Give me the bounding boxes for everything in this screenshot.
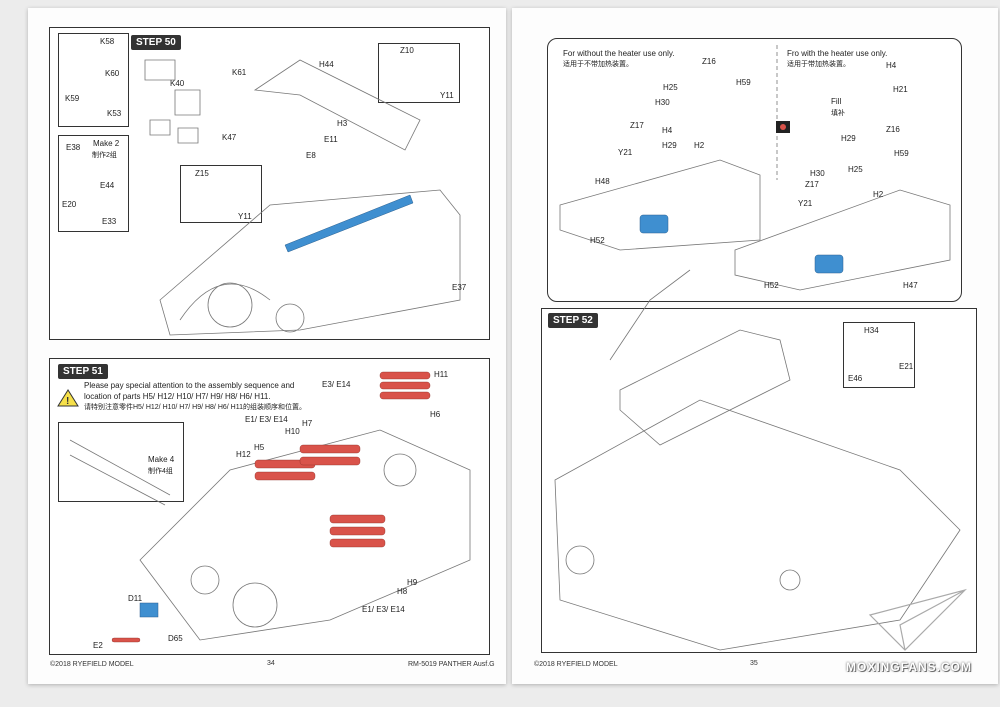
red-tip-marker-icon <box>776 121 790 133</box>
part-label: E1/ E3/ E14 <box>245 415 288 424</box>
footer-page-number: 35 <box>750 660 758 667</box>
part-label: H2 <box>873 190 884 199</box>
part-label: Z17 <box>805 180 819 189</box>
part-label: E3/ E14 <box>322 380 351 389</box>
part-label: Z17 <box>630 121 644 130</box>
part-label: E37 <box>452 283 467 292</box>
step51-warning-text: Please pay special attention to the asse… <box>84 380 306 413</box>
step50-inset-k <box>58 33 129 127</box>
footer-model: RM-5019 PANTHER Ausf.G <box>408 661 495 668</box>
part-label: H8 <box>397 587 408 596</box>
part-label: H7 <box>302 419 313 428</box>
footer-page-number: 34 <box>267 660 275 667</box>
step52-label: STEP 52 <box>548 313 598 328</box>
part-label: H5 <box>254 443 265 452</box>
part-label: D65 <box>168 634 183 643</box>
step50-inset-z15 <box>180 165 262 223</box>
part-label: E38 <box>66 143 81 152</box>
part-label: H34 <box>864 326 879 335</box>
step50-inset-z10 <box>378 43 460 103</box>
part-label: H30 <box>655 98 670 107</box>
note-line-cn: 请特别注意零件H5/ H12/ H10/ H7/ H9/ H8/ H6/ H11… <box>84 404 306 411</box>
part-label: K47 <box>222 133 237 142</box>
part-label: H6 <box>430 410 441 419</box>
part-label: H4 <box>662 126 673 135</box>
step50-inset-e <box>58 135 129 232</box>
watermark-logo: MOXINGFANS.COM <box>846 660 973 674</box>
warning-triangle-icon: ! <box>57 389 79 407</box>
part-label: Z15 <box>195 169 209 178</box>
part-label: H48 <box>595 177 610 186</box>
part-label: E1/ E3/ E14 <box>362 605 405 614</box>
part-label: E33 <box>102 217 117 226</box>
part-label: H30 <box>810 169 825 178</box>
part-label: E44 <box>100 181 115 190</box>
part-label: H25 <box>663 83 678 92</box>
step51-inset-rods <box>58 422 184 502</box>
part-label: H9 <box>407 578 418 587</box>
part-label: Y11 <box>440 91 454 100</box>
make-note: Make 2 <box>93 139 120 148</box>
step51-panel <box>49 358 490 655</box>
note-line: Please pay special attention to the asse… <box>84 381 295 390</box>
svg-text:!: ! <box>66 396 69 407</box>
part-label: H29 <box>662 141 677 150</box>
part-label: E21 <box>899 362 914 371</box>
part-label: H4 <box>886 61 897 70</box>
part-label: Z16 <box>702 57 716 66</box>
part-label: K53 <box>107 109 122 118</box>
step50-label: STEP 50 <box>131 35 181 50</box>
part-label: E2 <box>93 641 103 650</box>
without-heater-note: For without the heater use only. 适用于不带加热… <box>563 48 674 70</box>
part-label: H21 <box>893 85 908 94</box>
note-line-cn: 适用于带加热装置。 <box>787 61 850 68</box>
make-note-cn: 制作2组 <box>92 152 117 159</box>
step52-inset <box>843 322 915 388</box>
part-label: Z16 <box>886 125 900 134</box>
part-label: H44 <box>319 60 334 69</box>
part-label: K59 <box>65 94 80 103</box>
make-note: Make 4 <box>148 455 175 464</box>
part-label: H3 <box>337 119 348 128</box>
part-label: E46 <box>848 374 863 383</box>
footer-copyright: ©2018 RYEFIELD MODEL <box>534 661 618 668</box>
part-label: H52 <box>764 281 779 290</box>
part-label: K40 <box>170 79 185 88</box>
part-label: H2 <box>694 141 705 150</box>
note-line: Fro with the heater use only. <box>787 49 888 58</box>
part-label: H12 <box>236 450 251 459</box>
part-label: H59 <box>894 149 909 158</box>
part-label: K60 <box>105 69 120 78</box>
part-label: H11 <box>434 370 449 379</box>
part-label: H59 <box>736 78 751 87</box>
footer-copyright: ©2018 RYEFIELD MODEL <box>50 661 134 668</box>
part-label: H25 <box>848 165 863 174</box>
heater-options-panel <box>547 38 962 302</box>
step51-label: STEP 51 <box>58 364 108 379</box>
part-label: Y21 <box>798 199 813 208</box>
part-label: D11 <box>128 594 143 603</box>
part-label: H10 <box>285 427 300 436</box>
part-label: 填补 <box>831 110 845 117</box>
part-label: E11 <box>324 135 338 144</box>
part-label: Z10 <box>400 46 414 55</box>
part-label: K58 <box>100 37 115 46</box>
part-label: H47 <box>903 281 918 290</box>
part-label: Y11 <box>238 212 252 221</box>
part-label: E8 <box>306 151 316 160</box>
make-note-cn: 制作4组 <box>148 468 173 475</box>
part-label: K61 <box>232 68 247 77</box>
part-label: E20 <box>62 200 77 209</box>
note-line: For without the heater use only. <box>563 49 675 58</box>
note-line-cn: 适用于不带加热装置。 <box>563 61 633 68</box>
paper-plane-logo-icon <box>868 588 967 651</box>
part-label: H29 <box>841 134 856 143</box>
part-label: Fill <box>831 97 842 106</box>
part-label: Y21 <box>618 148 633 157</box>
note-line: location of parts H5/ H12/ H10/ H7/ H9/ … <box>84 392 271 401</box>
with-heater-note: Fro with the heater use only. 适用于带加热装置。 <box>787 48 887 70</box>
part-label: H52 <box>590 236 605 245</box>
